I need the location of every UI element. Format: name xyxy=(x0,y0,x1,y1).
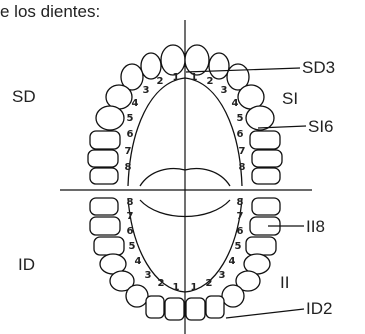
tooth-lower-molar-right-1 xyxy=(246,237,276,255)
tooth-upper-molar-right-2 xyxy=(252,150,282,167)
lower-right-number-6: 6 xyxy=(237,226,244,237)
leader-line-id2 xyxy=(226,309,304,318)
tooth-upper-molar-right-3 xyxy=(252,168,280,184)
tooth-upper-molar-right-1 xyxy=(250,131,280,149)
tooth-lower-molar-left-3 xyxy=(90,198,118,215)
lower-left-number-6: 6 xyxy=(127,226,134,237)
upper-left-number-3: 3 xyxy=(143,85,150,96)
quadrant-label-ii: II xyxy=(280,273,289,292)
upper-right-number-7: 7 xyxy=(239,146,246,157)
tooth-lower-incisor-left-2 xyxy=(146,296,164,318)
lower-left-number-5: 5 xyxy=(129,241,136,252)
upper-right-number-2: 2 xyxy=(207,76,214,87)
tooth-upper-incisor-right-1 xyxy=(185,45,209,75)
tooth-lower-incisor-right-1 xyxy=(186,298,205,320)
upper-left-number-5: 5 xyxy=(127,113,134,124)
tooth-upper-molar-left-1 xyxy=(90,131,120,149)
callout-ii8: II8 xyxy=(306,217,325,236)
lower-right-number-5: 5 xyxy=(235,241,242,252)
upper-right-number-5: 5 xyxy=(237,113,244,124)
lower-right-number-7: 7 xyxy=(237,211,244,222)
lower-right-number-2: 2 xyxy=(206,278,213,289)
upper-right-number-8: 8 xyxy=(239,162,246,173)
tooth-lower-canine-left xyxy=(126,285,148,307)
lower-left-number-4: 4 xyxy=(135,256,142,267)
lower-left-number-3: 3 xyxy=(145,270,152,281)
header-text: e los dientes: xyxy=(0,2,100,21)
tooth-lower-canine-right xyxy=(222,285,244,307)
tooth-lower-molar-left-1 xyxy=(94,237,124,255)
tooth-lower-incisor-left-1 xyxy=(165,298,184,320)
quadrant-label-sd: SD xyxy=(12,87,36,106)
quadrant-label-id: ID xyxy=(18,255,35,274)
lower-right-number-8: 8 xyxy=(237,197,244,208)
upper-left-number-4: 4 xyxy=(132,98,139,109)
lower-left-number-8: 8 xyxy=(127,197,134,208)
quadrant-label-si: SI xyxy=(282,89,298,108)
tooth-lower-molar-left-2 xyxy=(90,217,120,235)
lower-right-number-4: 4 xyxy=(229,256,236,267)
callout-sd3: SD3 xyxy=(302,58,335,77)
upper-right-number-3: 3 xyxy=(221,85,228,96)
lower-right-number-3: 3 xyxy=(219,270,226,281)
tooth-lower-molar-right-3 xyxy=(252,198,280,215)
upper-left-number-1: 1 xyxy=(173,72,180,83)
tooth-upper-molar-left-2 xyxy=(88,150,118,167)
upper-right-number-1: 1 xyxy=(191,72,198,83)
upper-right-number-6: 6 xyxy=(237,129,244,140)
lower-left-number-1: 1 xyxy=(173,282,180,293)
lower-right-number-1: 1 xyxy=(191,282,198,293)
callout-id2: ID2 xyxy=(306,299,332,318)
upper-left-number-6: 6 xyxy=(127,129,134,140)
tooth-upper-premolar-left-2 xyxy=(96,106,124,130)
tooth-upper-molar-left-3 xyxy=(90,168,118,184)
callout-si6: SI6 xyxy=(308,117,334,136)
tooth-lower-incisor-right-2 xyxy=(206,296,224,318)
tooth-upper-incisor-left-1 xyxy=(161,45,185,75)
upper-right-number-4: 4 xyxy=(232,98,239,109)
tooth-upper-premolar-right-2 xyxy=(246,106,274,130)
upper-left-number-7: 7 xyxy=(125,146,132,157)
upper-left-number-2: 2 xyxy=(157,76,164,87)
lower-left-number-2: 2 xyxy=(158,278,165,289)
lower-left-number-7: 7 xyxy=(127,211,134,222)
upper-left-number-8: 8 xyxy=(125,162,132,173)
